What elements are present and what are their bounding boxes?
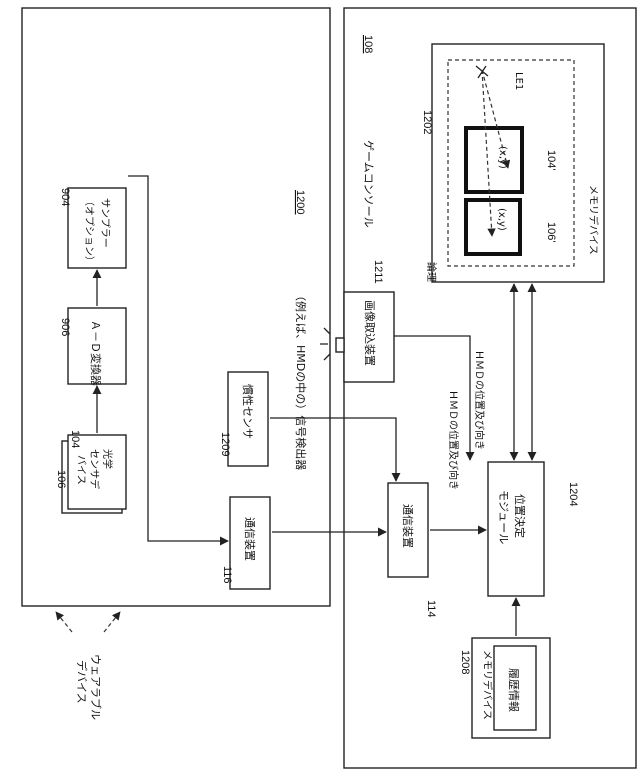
camera-lens-icon xyxy=(336,338,344,352)
optical-sensor-label-1: 光学 xyxy=(101,449,114,469)
wearable-label-1: ウェアラブル xyxy=(89,654,103,720)
adc-ref: 906 xyxy=(59,318,71,336)
signal-detector-frame xyxy=(22,8,330,606)
sampler-ref: 904 xyxy=(59,188,71,206)
marker-104-box xyxy=(466,128,522,192)
hmd-pose-label-2: ＨＭＤの位置及び向き xyxy=(473,350,486,450)
wireless-link-left xyxy=(56,612,72,632)
logic-label: 論理 xyxy=(425,262,438,282)
optical-sensor-ref-back: 106 xyxy=(55,470,67,488)
signal-detector-title: （例えば、HMDの中の）信号検出器 xyxy=(294,290,308,470)
adc-label: Ａ－Ｄ変換器 xyxy=(89,320,103,386)
memory-1202-ref: 1202 xyxy=(421,110,433,134)
position-module-label-1: 位置決定 xyxy=(513,494,527,538)
memory-1208-ref: 1208 xyxy=(459,650,471,674)
sampler-label-2: （オプション） xyxy=(83,196,95,266)
optical-sensor-label-2: センサデ xyxy=(88,449,101,489)
sampler-label-1: サンプラー xyxy=(99,198,111,248)
wearable-label-2: デバイス xyxy=(75,660,89,704)
hmd-pose-label-1: ＨＭＤの位置及び向き xyxy=(447,390,460,490)
inertial-sensor-label: 慣性センサ xyxy=(241,384,255,439)
marker-106-box xyxy=(466,200,520,254)
position-module-label-2: モジュール xyxy=(497,490,510,544)
coord-a: (x,y) xyxy=(496,208,507,231)
image-capture-label: 画像取込装置 xyxy=(363,300,376,366)
marker-104-ref: 104' xyxy=(545,150,557,170)
position-module-ref: 1204 xyxy=(567,482,579,506)
marker-106-ref: 106' xyxy=(545,222,557,242)
game-console-ref: 108 xyxy=(362,35,374,53)
hmd-comm-device-ref: 116 xyxy=(221,566,233,584)
optical-sensor-ref-front: 104 xyxy=(69,430,81,448)
signal-detector-ref: 1200 xyxy=(294,190,306,214)
image-capture-ref: 1211 xyxy=(372,260,384,284)
console-comm-device-label: 通信装置 xyxy=(401,504,414,548)
memory-1202-label: メモリデバイス xyxy=(587,185,600,255)
console-comm-device-ref: 114 xyxy=(425,600,437,618)
sampler-box xyxy=(68,188,126,268)
game-console-title: ゲームコンソール xyxy=(362,140,375,228)
coord-b: (x,y) xyxy=(497,146,508,169)
le1-label: LE1 xyxy=(513,72,524,90)
optical-sensor-label-3: バイス xyxy=(75,455,87,485)
wireless-link-right xyxy=(104,612,120,632)
hmd-comm-device-label: 通信装置 xyxy=(243,517,256,561)
memory-1208-label: メモリデバイス xyxy=(481,650,494,720)
history-info-label: 履歴情報 xyxy=(507,668,520,712)
inertial-sensor-ref: 1209 xyxy=(219,432,231,456)
